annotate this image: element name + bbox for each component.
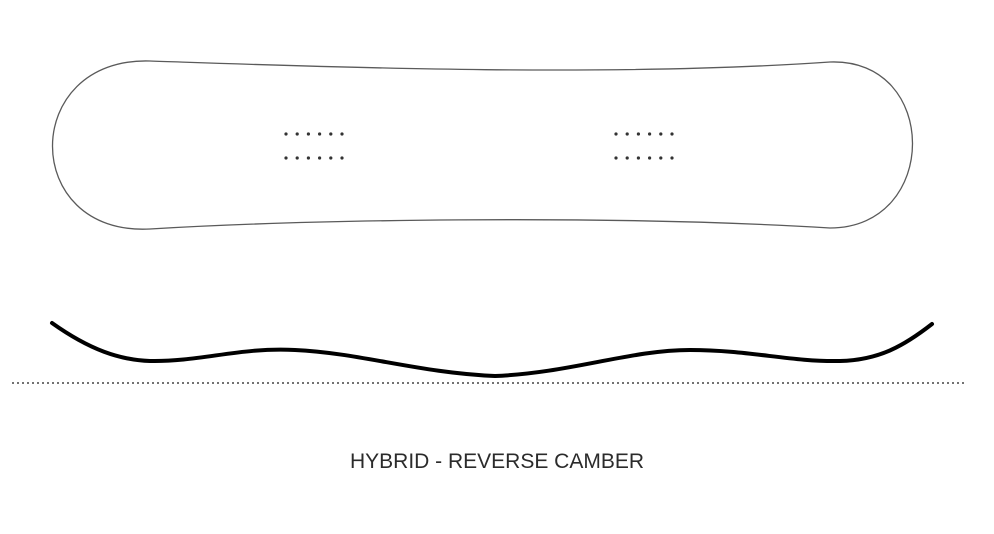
insert-dot xyxy=(306,132,310,136)
insert-dot xyxy=(614,132,618,136)
insert-dot xyxy=(670,132,674,136)
insert-dot xyxy=(295,132,299,136)
insert-dot xyxy=(636,132,641,136)
binding-inserts xyxy=(284,132,674,160)
insert-dot xyxy=(636,156,641,160)
insert-dot xyxy=(340,132,344,136)
insert-dot xyxy=(284,156,288,160)
insert-dot xyxy=(329,156,333,160)
insert-dot xyxy=(614,156,618,160)
insert-dot xyxy=(318,132,322,136)
insert-dot xyxy=(648,132,652,136)
camber-type-caption: HYBRID - REVERSE CAMBER xyxy=(349,450,645,473)
insert-dot xyxy=(284,132,288,136)
insert-dot xyxy=(340,156,344,160)
insert-dot xyxy=(625,132,629,136)
insert-dot xyxy=(659,156,663,160)
insert-dot xyxy=(659,132,663,136)
insert-dot xyxy=(329,132,333,136)
insert-dot xyxy=(670,156,674,160)
snowboard-top-view-outline xyxy=(52,60,914,230)
insert-dot xyxy=(648,156,652,160)
camber-profile-line xyxy=(50,321,934,379)
insert-dot xyxy=(625,156,629,160)
insert-dot xyxy=(306,156,310,160)
insert-dot xyxy=(318,156,322,160)
insert-dot xyxy=(295,156,299,160)
